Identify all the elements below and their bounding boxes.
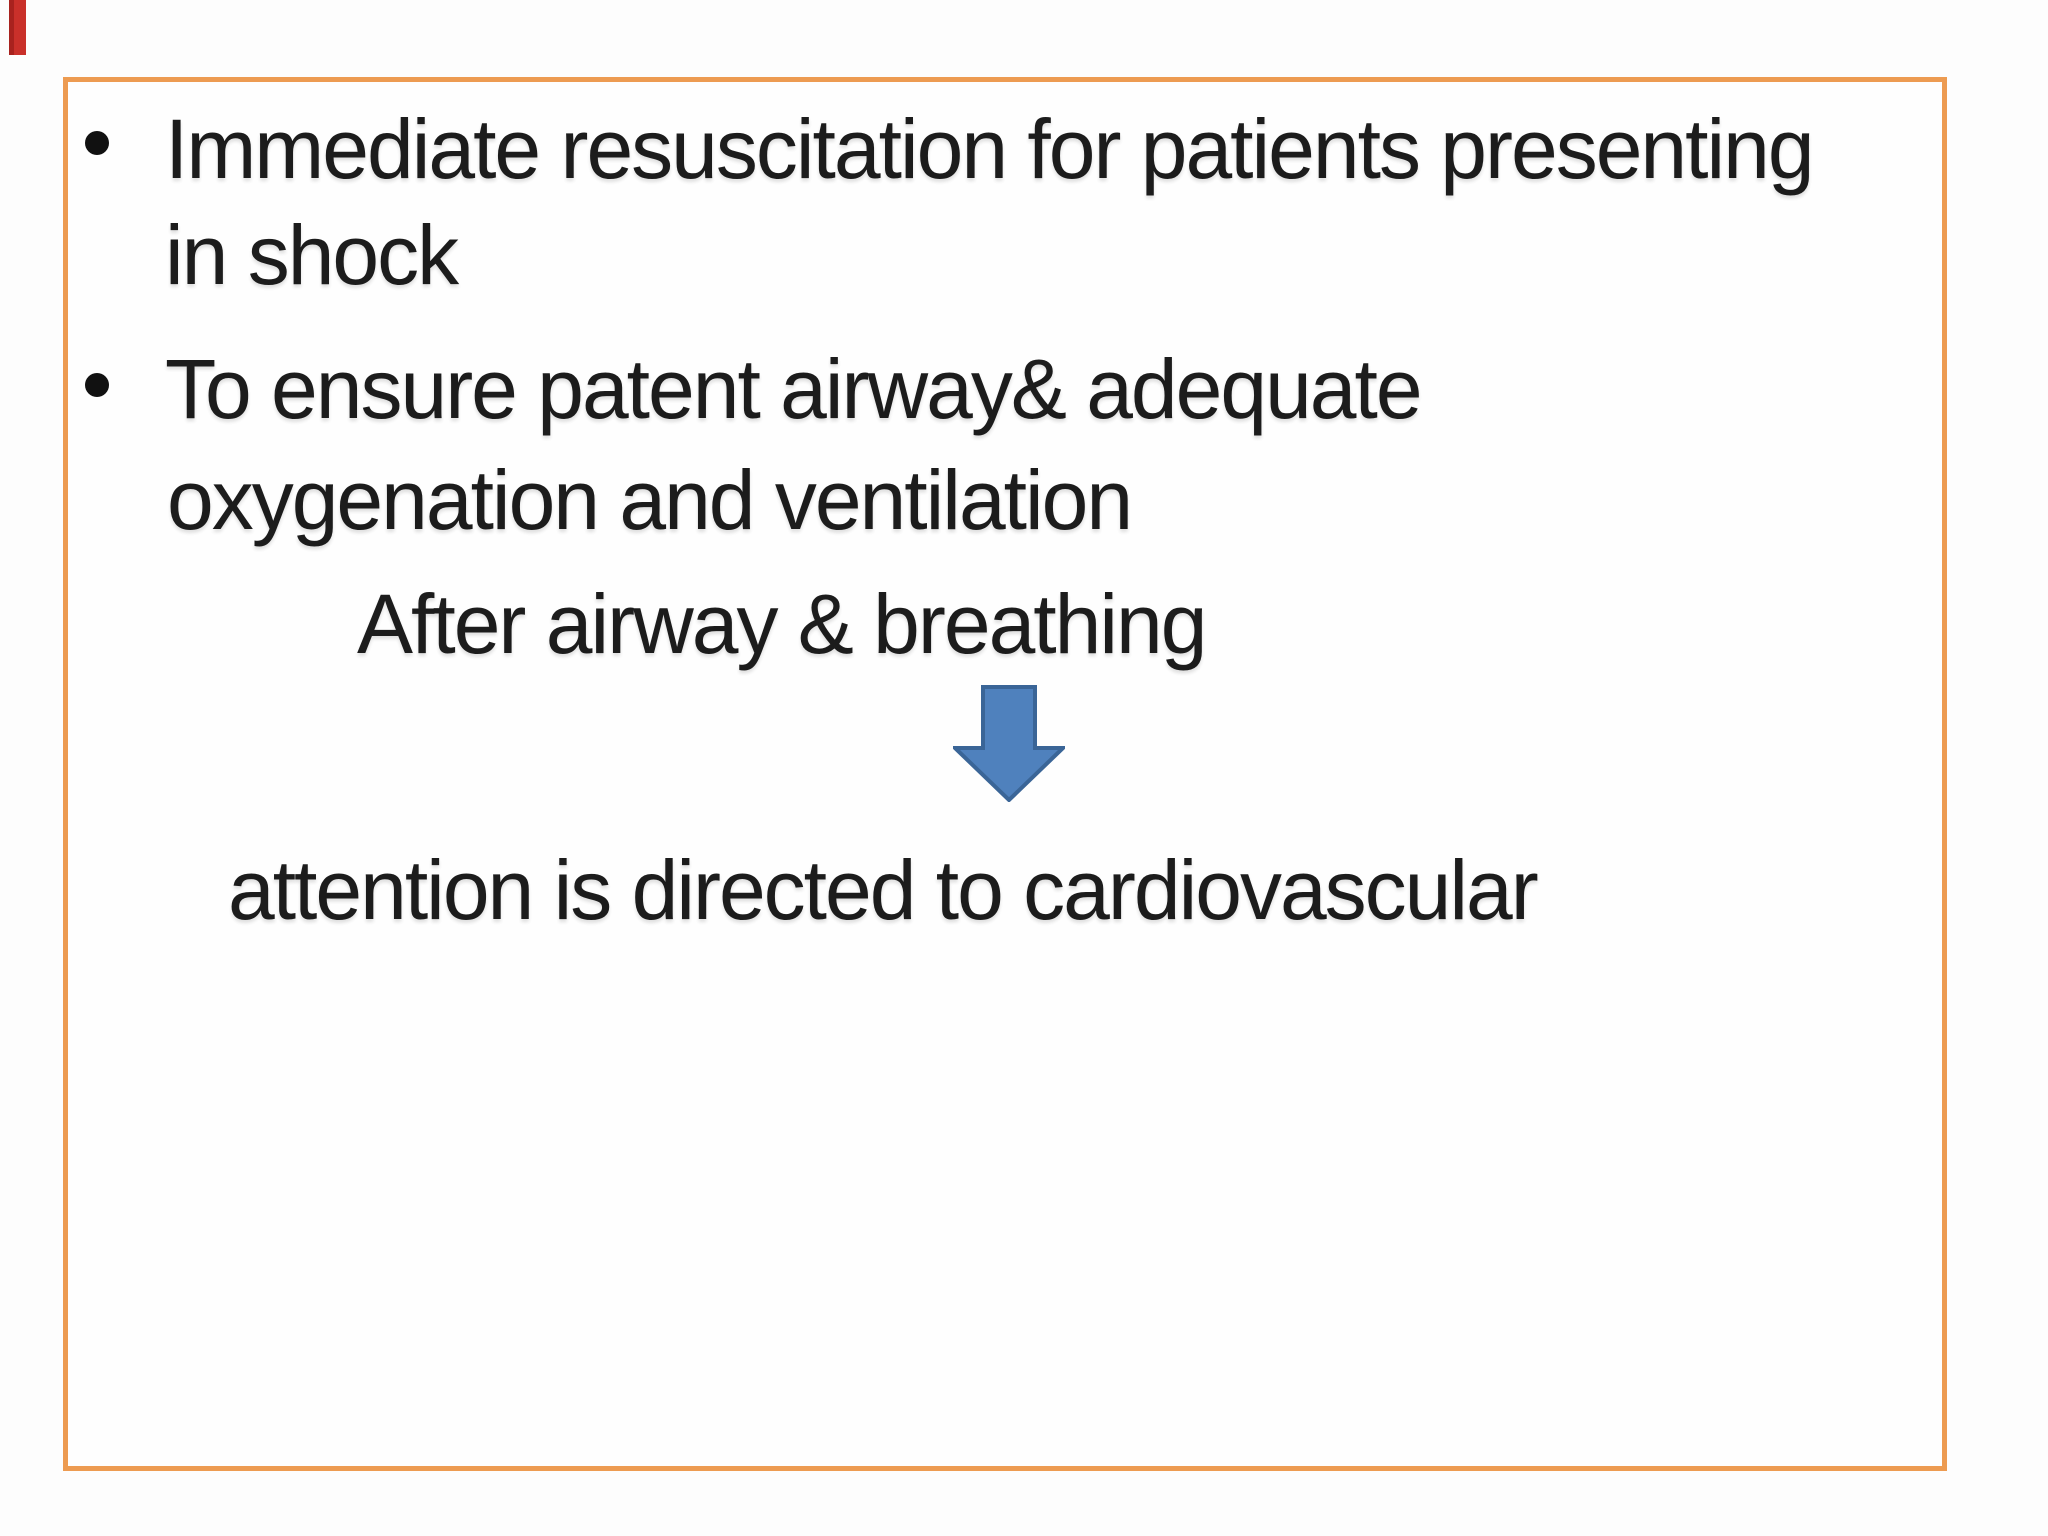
- flow-result-text: attention is directed to cardiovascular: [228, 843, 1539, 937]
- down-arrow-icon: [953, 685, 1065, 802]
- bullet-line: Immediate resuscitation for patients pre…: [165, 102, 1815, 196]
- bullet-line: To ensure patent airway& adequate: [165, 342, 1423, 436]
- flow-condition-text: After airway & breathing: [357, 577, 1207, 671]
- bullet-dot: [85, 373, 109, 397]
- bullet-dot: [85, 131, 109, 155]
- bullet-line: oxygenation and ventilation: [167, 453, 1133, 547]
- bullet-line: in shock: [165, 208, 459, 302]
- red-marker: [9, 0, 26, 55]
